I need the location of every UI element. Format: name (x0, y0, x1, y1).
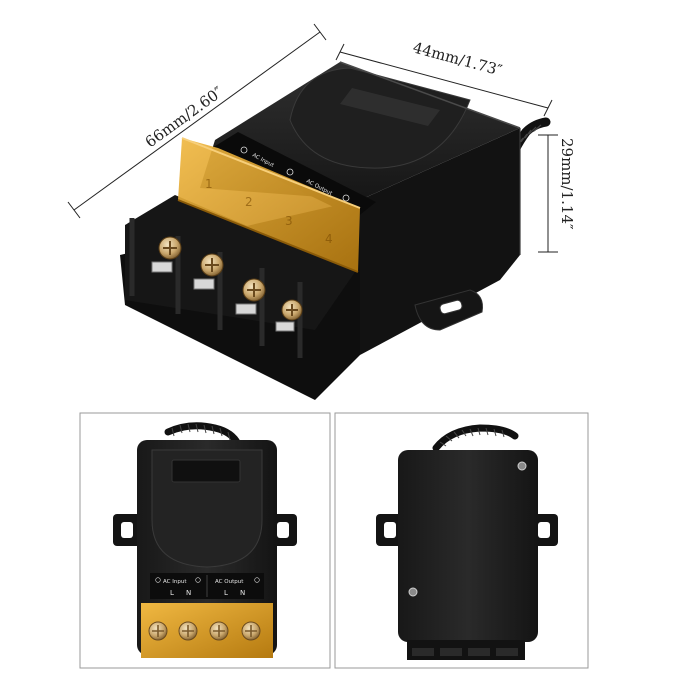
terminal-screw (235, 278, 266, 315)
terminal-l-label: L (224, 589, 228, 597)
cover-mark: 4 (325, 232, 333, 246)
receiver-window (171, 459, 241, 483)
terminal-screw (209, 621, 229, 641)
terminal-output-label: AC Output (215, 579, 244, 585)
terminal-tabs (407, 640, 525, 660)
terminal-l-label: L (170, 589, 174, 597)
dimension-width-label: 44mm/1.73″ (411, 38, 505, 79)
case-screw (408, 587, 418, 597)
cover-mark: 2 (245, 195, 253, 209)
main-product-view: 66mm/2.60″ 44mm/1.73″ 29mm/1.14″ (67, 23, 576, 400)
terminal-screw (241, 621, 261, 641)
antenna-coil (432, 424, 519, 452)
cover-mark: 3 (285, 214, 293, 228)
back-view-panel (334, 412, 589, 669)
terminal-n-label: N (240, 589, 245, 597)
terminal-screw (193, 253, 224, 290)
terminal-screw (151, 236, 182, 273)
dimension-height-label: 29mm/1.14″ (558, 138, 576, 230)
terminal-label-strip: AC Input AC Output (212, 132, 376, 218)
terminal-cover (141, 603, 273, 658)
terminal-input-label: AC Input (163, 579, 187, 585)
earth-symbol (240, 146, 248, 154)
terminal-screw (148, 621, 168, 641)
case-screw (517, 461, 527, 471)
terminal-block (125, 195, 355, 358)
terminal-screw (275, 299, 303, 332)
terminal-n-label: N (186, 589, 191, 597)
cover-mark: 1 (205, 177, 213, 191)
front-view-panel: AC Input AC Output L N L N (79, 412, 331, 669)
terminal-label-strip: AC Input AC Output L N L N (150, 573, 264, 599)
earth-symbol (342, 194, 350, 202)
terminal-screw (178, 621, 198, 641)
terminal-cover: 1 2 3 4 (177, 137, 361, 273)
earth-symbol (286, 168, 294, 176)
dimension-height: 29mm/1.14″ (538, 134, 576, 253)
relay-housing (398, 450, 538, 642)
